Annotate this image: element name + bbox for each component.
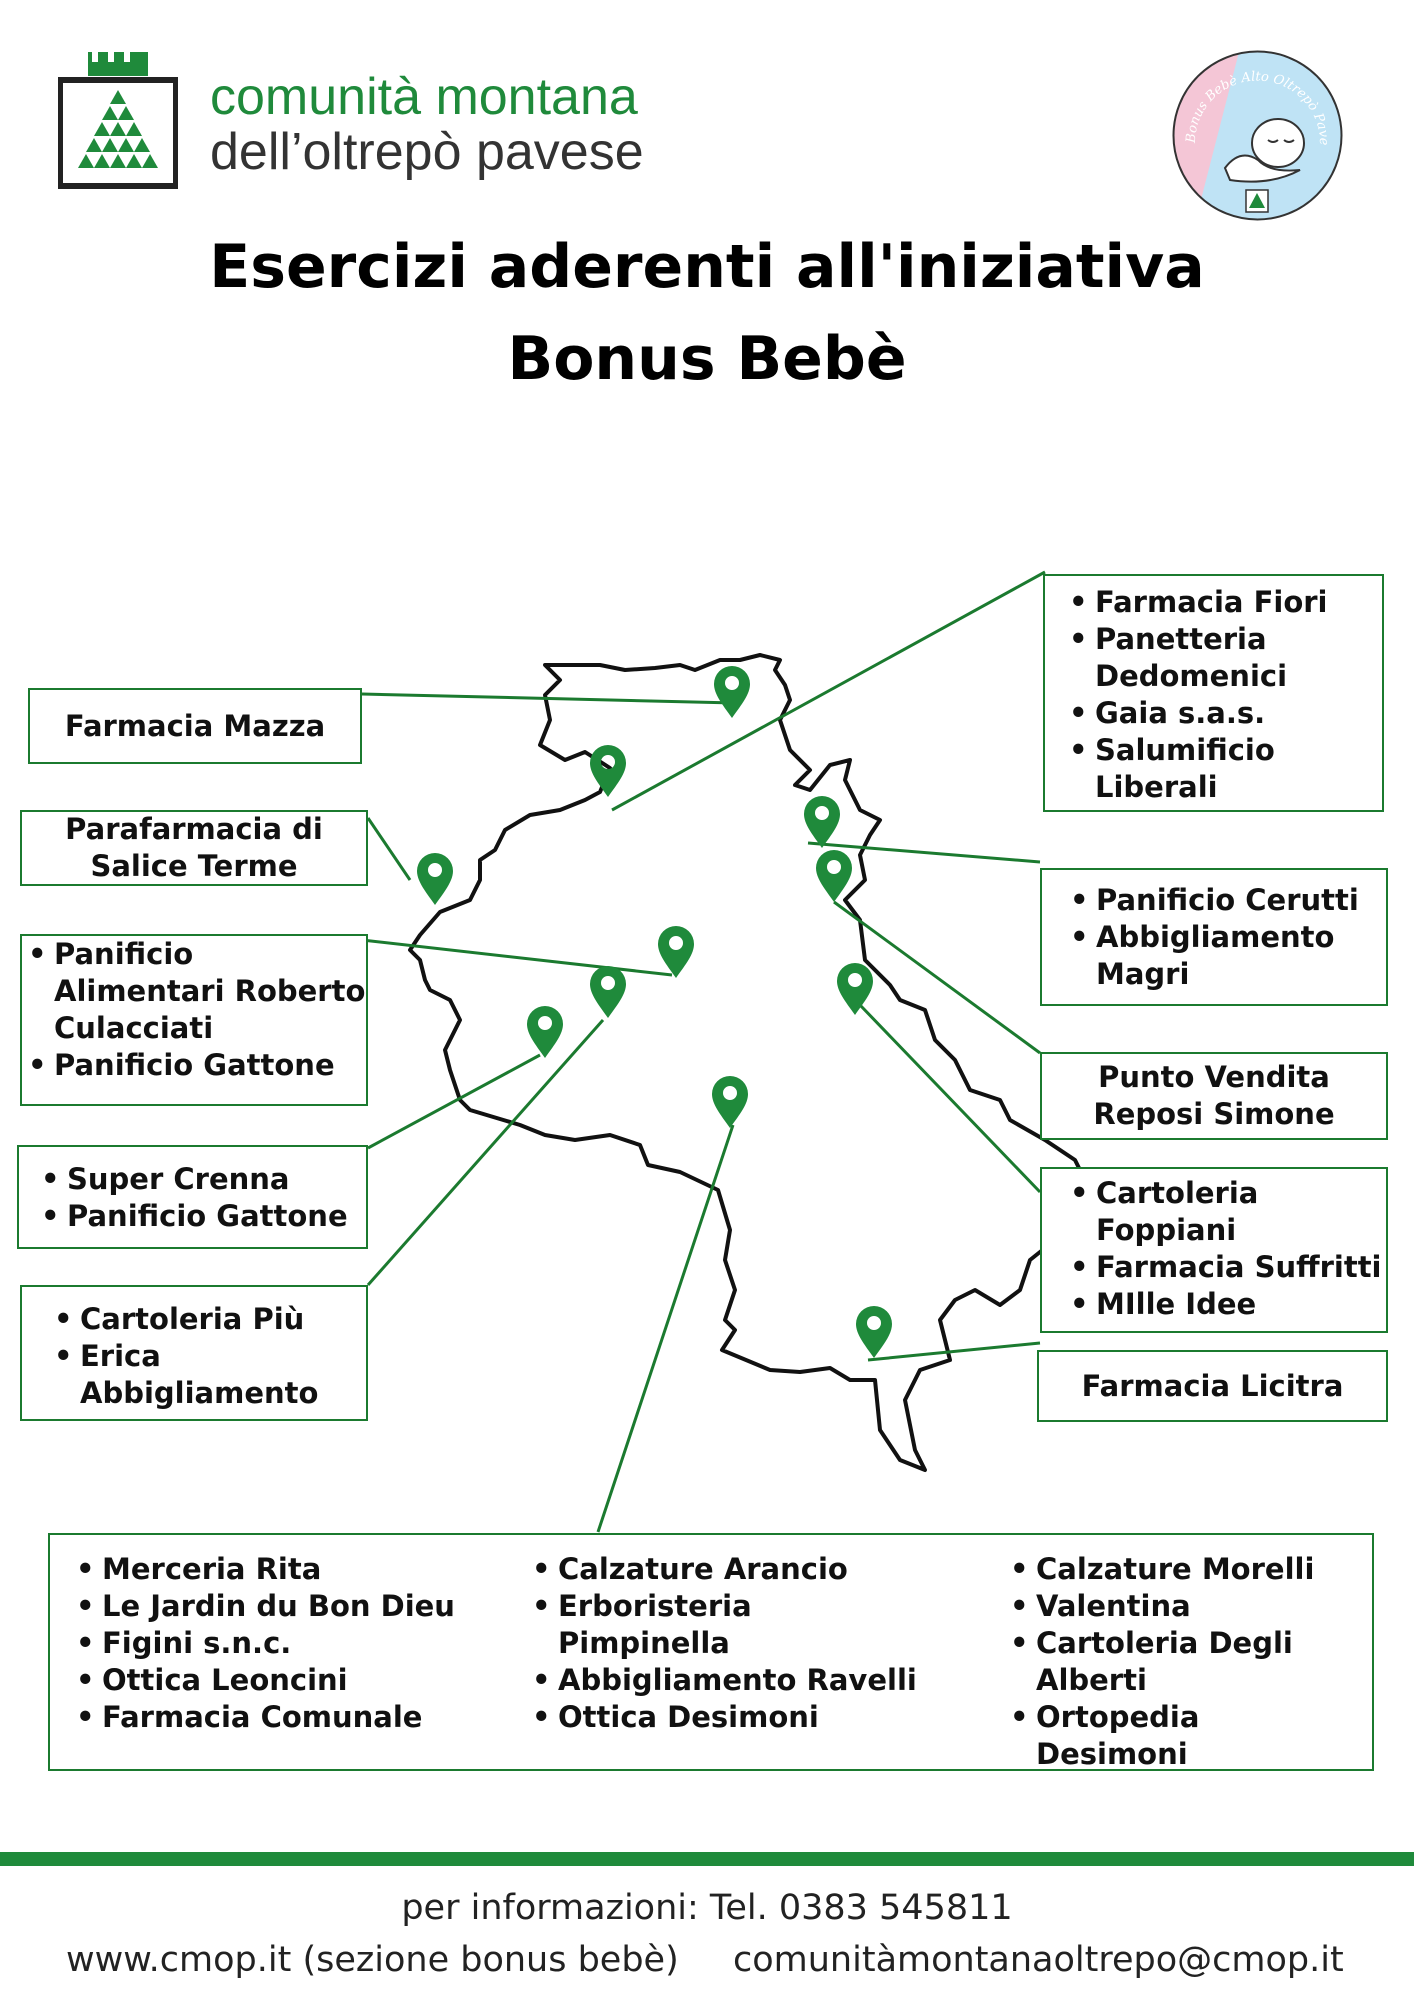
list-item: Salumificio Liberali bbox=[1065, 732, 1382, 806]
map-pin-icon bbox=[837, 963, 873, 1015]
community-logo-icon bbox=[58, 52, 178, 189]
box-cartoleria-piu: Cartoleria Più Erica Abbigliamento bbox=[20, 1285, 368, 1421]
box-text: Parafarmacia di bbox=[65, 812, 323, 846]
box-parafarmacia-salice: Parafarmacia di Salice Terme bbox=[20, 810, 368, 886]
territory-outline bbox=[408, 653, 1092, 1472]
box-cartoleria-foppiani: Cartoleria Foppiani Farmacia Suffritti M… bbox=[1040, 1167, 1388, 1333]
box-punto-vendita: Punto Vendita Reposi Simone bbox=[1040, 1052, 1388, 1140]
list-item: Super Crenna bbox=[37, 1161, 366, 1198]
map-pin-icon bbox=[590, 966, 626, 1018]
list-item: Calzature Morelli bbox=[1006, 1551, 1346, 1588]
box-super-crenna: Super Crenna Panificio Gattone bbox=[17, 1145, 368, 1249]
box-panificio-cerutti: Panificio Cerutti Abbigliamento Magri bbox=[1040, 868, 1388, 1006]
list-item: Cartoleria Foppiani bbox=[1066, 1175, 1386, 1249]
list-item: Panificio Cerutti bbox=[1066, 882, 1386, 919]
box-text: Salice Terme bbox=[90, 849, 298, 883]
list-item: Cartoleria Degli Alberti bbox=[1006, 1625, 1296, 1699]
list-item: Panificio Gattone bbox=[37, 1198, 366, 1235]
bonus-bebe-badge: Bonus Bebè Alto Oltrepò Pavese bbox=[1170, 48, 1343, 221]
box-text: Punto Vendita bbox=[1098, 1060, 1330, 1094]
sleeping-baby-icon bbox=[1223, 118, 1305, 183]
footer-website[interactable]: www.cmop.it (sezione bonus bebè) bbox=[66, 1940, 679, 1980]
map-pin-icon bbox=[804, 796, 840, 848]
footer-email[interactable]: comunitàmontanaoltrepo@cmop.it bbox=[733, 1940, 1344, 1980]
list-item: Farmacia Comunale bbox=[72, 1699, 492, 1736]
list-item: Merceria Rita bbox=[72, 1551, 492, 1588]
list-item: Erica Abbigliamento bbox=[50, 1338, 366, 1412]
map-pin-icon bbox=[417, 853, 453, 905]
footer-info: per informazioni: Tel. 0383 545811 bbox=[401, 1888, 1013, 1928]
page-title-line-2: Bonus Bebè bbox=[507, 324, 907, 394]
footer-divider bbox=[0, 1852, 1414, 1866]
connector-lines bbox=[361, 570, 1046, 1533]
list-item: Abbigliamento Magri bbox=[1066, 919, 1386, 993]
box-farmacia-mazza: Farmacia Mazza bbox=[28, 688, 362, 764]
list-item: Panetteria Dedomenici bbox=[1065, 621, 1382, 695]
list-item: Abbigliamento Ravelli bbox=[528, 1662, 948, 1699]
list-item: Farmacia Suffritti bbox=[1066, 1249, 1386, 1286]
map-pin-icon bbox=[856, 1306, 892, 1358]
list-column-2: Calzature Arancio Erboristeria Pimpinell… bbox=[528, 1551, 948, 1736]
map-pin-icon bbox=[712, 1076, 748, 1128]
org-line-2: dell’oltrepò pavese bbox=[210, 122, 644, 181]
list-column-3: Calzature Morelli Valentina Cartoleria D… bbox=[1006, 1551, 1346, 1773]
box-central-list: Merceria Rita Le Jardin du Bon Dieu Figi… bbox=[48, 1533, 1374, 1771]
list-item: Panificio Gattone bbox=[24, 1047, 366, 1084]
list-item: Erboristeria Pimpinella bbox=[528, 1588, 818, 1662]
list-item: Gaia s.a.s. bbox=[1065, 695, 1382, 732]
list-item: Cartoleria Più bbox=[50, 1301, 366, 1338]
list-item: Calzature Arancio bbox=[528, 1551, 948, 1588]
list-item: Panificio Alimentari Roberto Culacciati bbox=[24, 936, 366, 1047]
org-line-1: comunità montana bbox=[210, 68, 638, 126]
box-text: Farmacia Mazza bbox=[64, 708, 326, 743]
list-item: Ortopedia Desimoni bbox=[1006, 1699, 1236, 1773]
list-item: Valentina bbox=[1006, 1588, 1346, 1625]
box-farmacia-fiori: Farmacia Fiori Panetteria Dedomenici Gai… bbox=[1043, 574, 1384, 812]
map-pin-icon bbox=[527, 1006, 563, 1058]
list-item: MIlle Idee bbox=[1066, 1286, 1386, 1323]
map-pin-icon bbox=[816, 850, 852, 902]
list-column-1: Merceria Rita Le Jardin du Bon Dieu Figi… bbox=[72, 1551, 492, 1736]
list-item: Farmacia Fiori bbox=[1065, 584, 1382, 621]
list-item: Figini s.n.c. bbox=[72, 1625, 492, 1662]
organization-name: comunità montana dell’oltrepò pavese bbox=[210, 70, 644, 179]
box-farmacia-licitra: Farmacia Licitra bbox=[1037, 1350, 1388, 1422]
page-title-line-1: Esercizi aderenti all'iniziativa bbox=[209, 232, 1205, 302]
map-pin-icon bbox=[590, 745, 626, 797]
list-item: Ottica Desimoni bbox=[528, 1699, 948, 1736]
box-panificio-alimentari: Panificio Alimentari Roberto Culacciati … bbox=[20, 934, 368, 1106]
map-markers bbox=[417, 666, 892, 1358]
list-item: Ottica Leoncini bbox=[72, 1662, 492, 1699]
box-text: Reposi Simone bbox=[1093, 1097, 1335, 1131]
map-pin-icon bbox=[714, 666, 750, 718]
map-pin-icon bbox=[658, 926, 694, 978]
list-item: Le Jardin du Bon Dieu bbox=[72, 1588, 492, 1625]
box-text: Farmacia Licitra bbox=[1081, 1368, 1344, 1403]
